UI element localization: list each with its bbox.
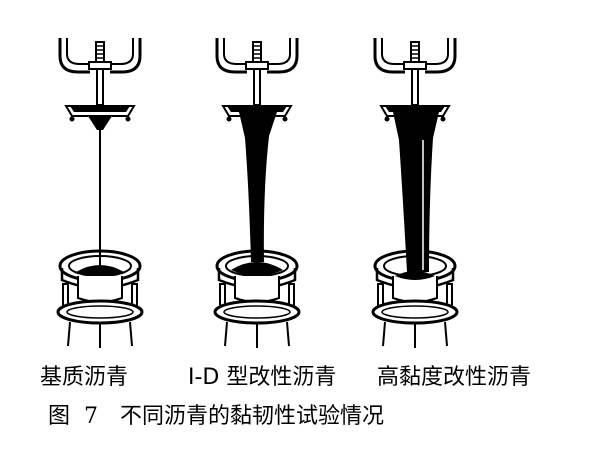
caption-fig: 图	[48, 404, 71, 429]
toughness-test-figure	[56, 36, 459, 350]
caption-text: 不同沥青的黏韧性试验情况	[120, 404, 385, 429]
apparatus-id-modified-asphalt	[213, 36, 301, 350]
apparatus-high-viscosity-asphalt	[371, 36, 459, 350]
apparatus-base-asphalt	[56, 36, 144, 350]
label-id-modified-asphalt: I-D 型改性沥青	[188, 365, 337, 390]
caption-number: 7	[84, 404, 99, 429]
label-high-viscosity-asphalt: 高黏度改性沥青	[377, 365, 532, 390]
label-base-asphalt: 基质沥青	[40, 365, 129, 390]
